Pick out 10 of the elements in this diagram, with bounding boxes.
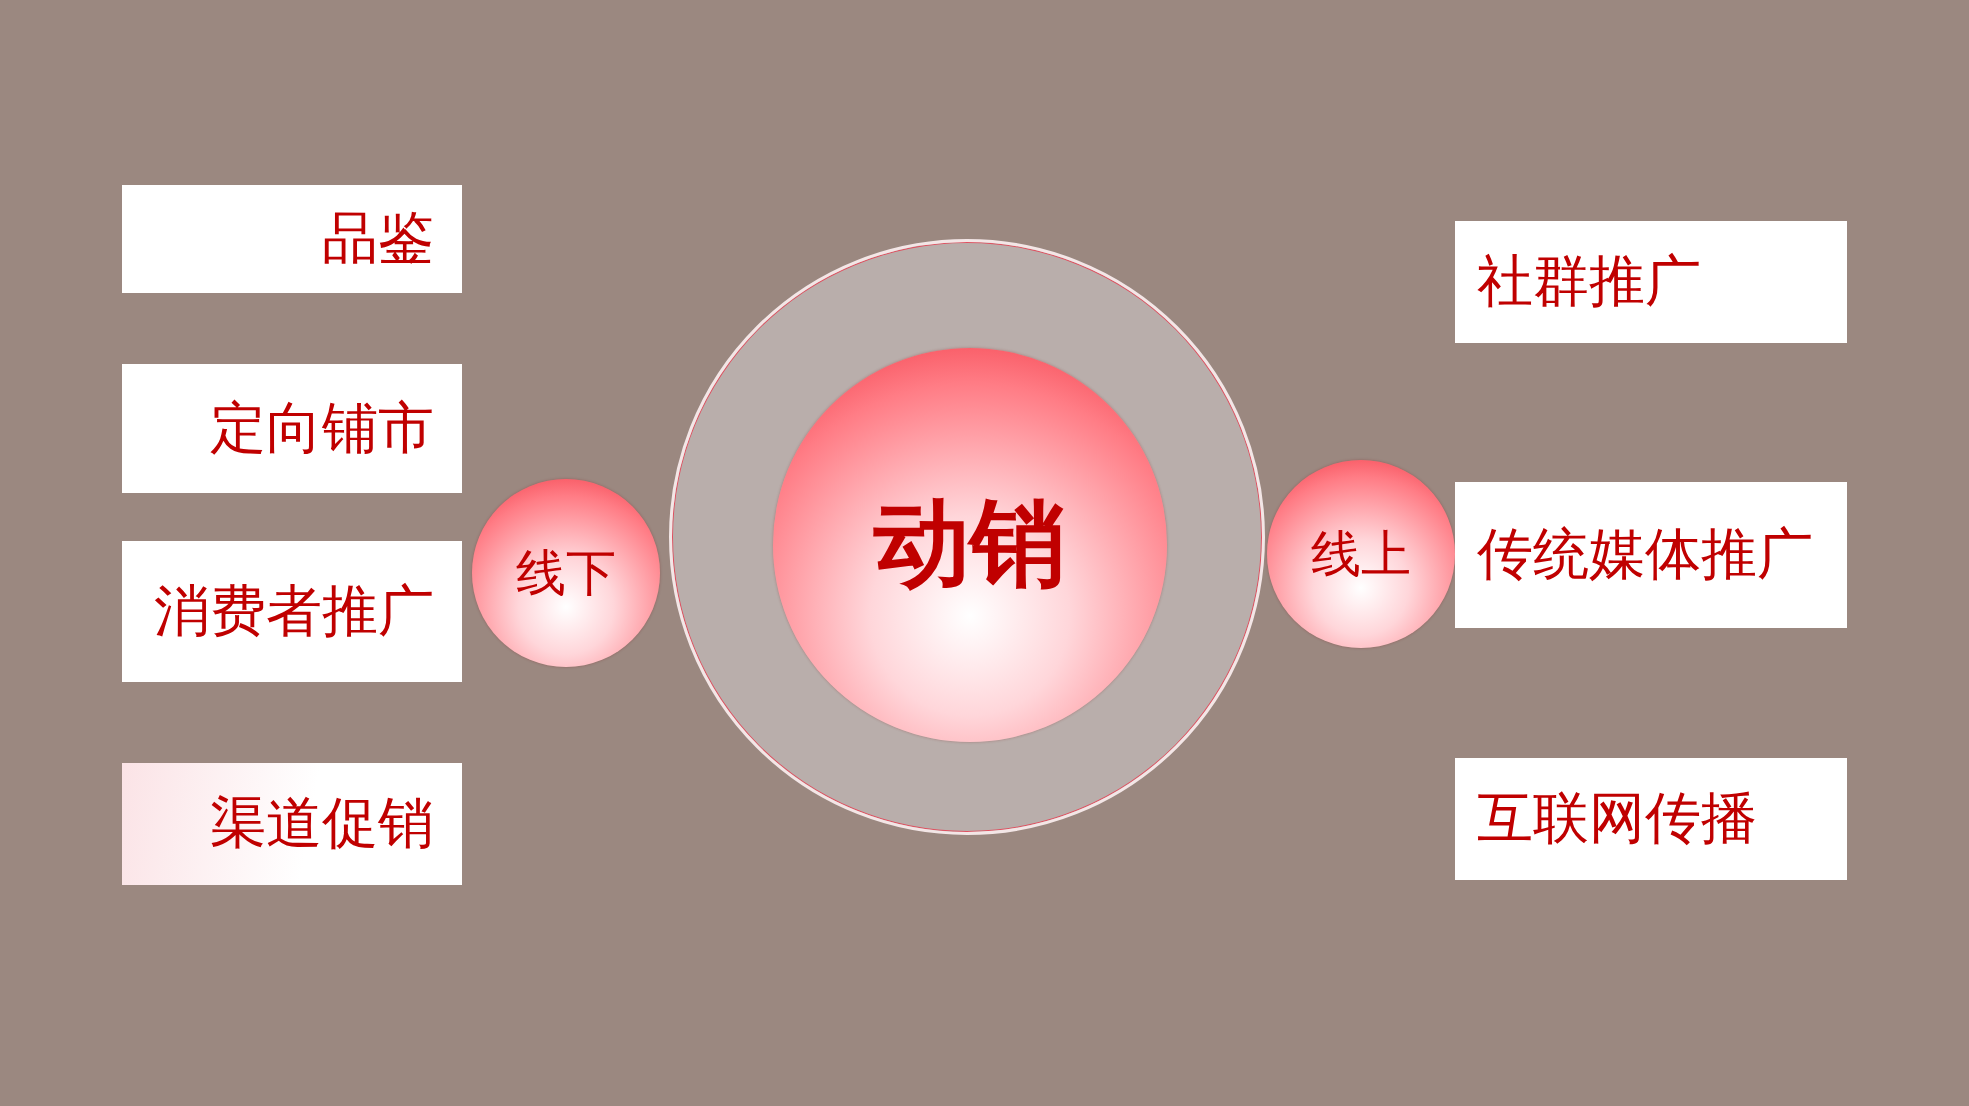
label-box: 社群推广: [1455, 221, 1847, 343]
label-box: 渠道促销: [122, 763, 462, 885]
center-circle: 动销: [773, 348, 1167, 742]
topic-circle: 线上: [1267, 460, 1455, 648]
label-box: 定向铺市: [122, 364, 462, 493]
label-box: 消费者推广: [122, 541, 462, 682]
label-box: 互联网传播: [1455, 758, 1847, 880]
label-box: 品鉴: [122, 185, 462, 293]
label-box: 传统媒体推广: [1455, 482, 1847, 628]
topic-circle: 线下: [472, 479, 660, 667]
